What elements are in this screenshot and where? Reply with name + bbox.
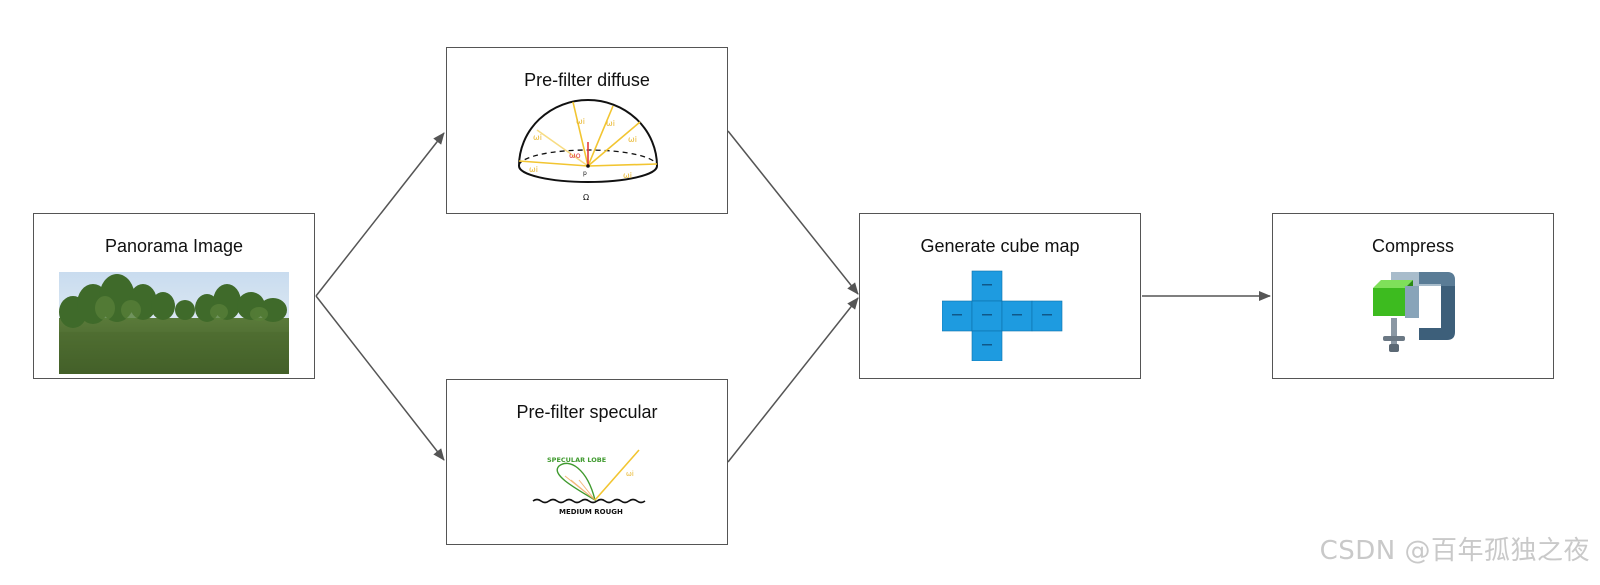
- node-title: Pre-filter diffuse: [524, 70, 650, 90]
- node-title: Compress: [1371, 236, 1455, 256]
- cubemap-cross-icon: [942, 270, 1063, 361]
- point-label: p: [583, 170, 587, 177]
- cube-face-top: [971, 270, 1003, 302]
- edge-specular-cubemap: [727, 297, 859, 463]
- omega-label: Ω: [583, 193, 589, 202]
- node-title: Generate cube map: [920, 236, 1080, 256]
- specular-lobe-diagram: SPECULAR LOBE ωi MEDIUM ROUGH: [532, 449, 646, 516]
- omega-i-label: ωi: [533, 133, 542, 142]
- rough-surface: [532, 498, 646, 504]
- cube-face-front: [971, 300, 1003, 332]
- omega-i-label: ωi: [623, 171, 632, 180]
- panorama-image: [59, 272, 289, 374]
- surface-label: MEDIUM ROUGH: [559, 508, 623, 516]
- hemisphere-outline: [518, 99, 658, 167]
- edge-panorama-specular: [315, 295, 445, 461]
- node-title: Pre-filter specular: [516, 402, 658, 422]
- omega-i-label: ωi: [576, 117, 585, 126]
- cube-face-bottom: [971, 330, 1003, 361]
- edge-diffuse-cubemap: [727, 130, 859, 295]
- node-cubemap: Generate cube map: [859, 213, 1141, 379]
- cube-face-back: [1031, 300, 1063, 332]
- omega-i-label: ωi: [626, 470, 634, 478]
- edge-panorama-diffuse: [315, 132, 445, 297]
- hemisphere-diagram: ωi ωi ωi ωi ωi ωi ωo p Ω: [518, 99, 658, 202]
- omega-i-label: ωi: [529, 165, 538, 174]
- omega-i-label: ωi: [628, 135, 637, 144]
- clamp-green-block: [1373, 280, 1413, 288]
- node-specular: Pre-filter specular SPECULAR LOBE ωi MED…: [446, 379, 728, 545]
- cube-face-right: [1001, 300, 1033, 332]
- specular-lobe: [556, 462, 597, 502]
- omega-i-label: ωi: [606, 119, 615, 128]
- omega-o-label: ωo: [569, 151, 581, 160]
- clamp-icon: [1373, 272, 1455, 352]
- cube-face-left: [942, 300, 973, 332]
- node-title: Panorama Image: [104, 236, 244, 256]
- watermark: CSDN @百年孤独之夜: [1319, 536, 1590, 566]
- specular-lobe-label: SPECULAR LOBE: [547, 456, 606, 464]
- node-panorama: Panorama Image: [33, 213, 315, 379]
- node-compress: Compress: [1272, 213, 1554, 379]
- node-diffuse: Pre-filter diffuse ωi ωi ωi ωi ωi ωi: [446, 47, 728, 214]
